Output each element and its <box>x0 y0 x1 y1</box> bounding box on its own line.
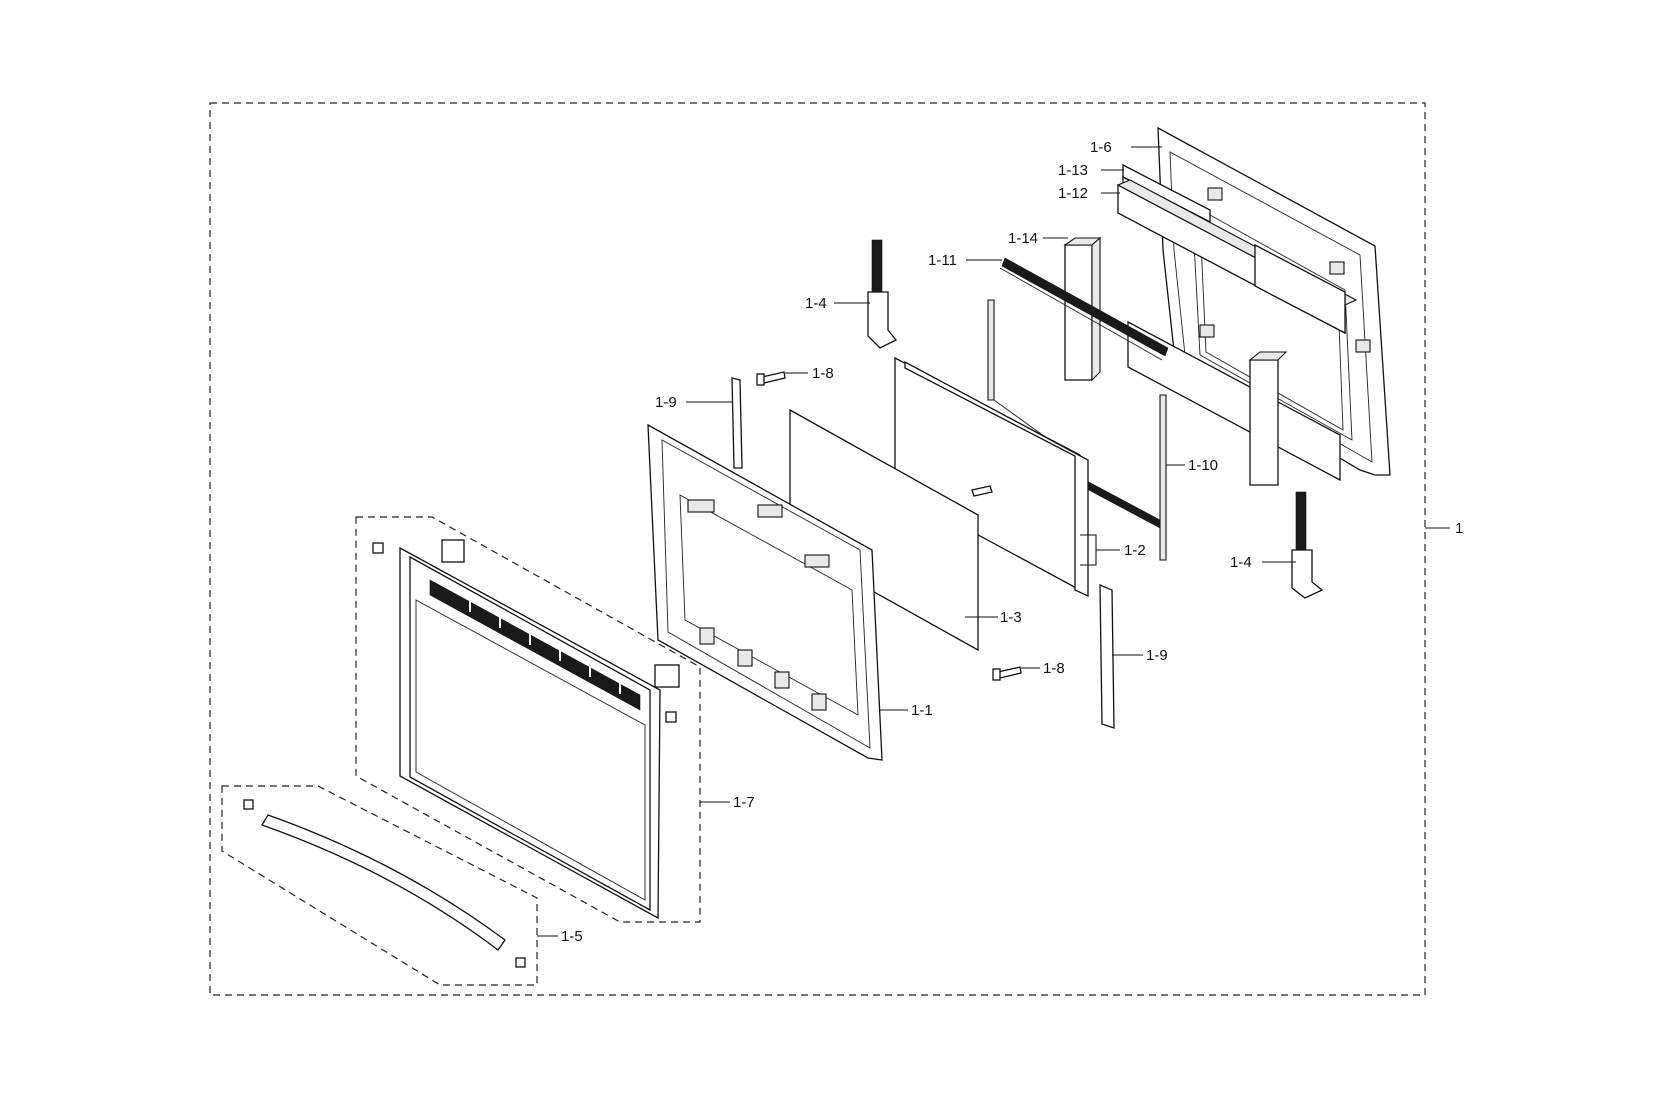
callout-1-12: 1-12 <box>1058 185 1088 202</box>
assembly-boundary <box>209 102 1426 996</box>
part-1-11-gasket <box>999 257 1169 361</box>
callout-1-13: 1-13 <box>1058 162 1088 179</box>
part-1-8-screw-bottom <box>992 666 1022 681</box>
callout-1-10: 1-10 <box>1188 457 1218 474</box>
part-1-4-hinge-top <box>867 239 898 349</box>
part-1-7-outer-door <box>372 539 680 920</box>
callout-1-9-left: 1-9 <box>655 394 677 411</box>
callout-1-4-right: 1-4 <box>1230 554 1252 571</box>
part-1-12-insulation <box>1116 179 1358 335</box>
callout-1-4-top: 1-4 <box>805 295 827 312</box>
callout-1-3: 1-3 <box>1000 609 1022 626</box>
callout-1-8-bottom: 1-8 <box>1043 660 1065 677</box>
part-1-2-glass-panes <box>894 356 1089 598</box>
part-1-9-bracket-left <box>731 377 743 469</box>
callout-1-5: 1-5 <box>561 928 583 945</box>
callout-1-8-top: 1-8 <box>812 365 834 382</box>
part-1-4-hinge-right <box>1291 491 1324 599</box>
callout-1-1: 1-1 <box>911 702 933 719</box>
part-1-8-screw-top <box>756 371 786 386</box>
part-1-7-group-outline <box>355 516 701 923</box>
part-1-5-group-outline <box>221 785 538 986</box>
callout-1-6: 1-6 <box>1090 139 1112 156</box>
callout-1-9-right: 1-9 <box>1146 647 1168 664</box>
callout-1-2: 1-2 <box>1124 542 1146 559</box>
part-lower-insulation <box>1127 320 1341 486</box>
part-1-3-glass <box>789 408 979 652</box>
callout-1-7: 1-7 <box>733 794 755 811</box>
callout-1-11: 1-11 <box>928 252 957 269</box>
part-1-1-door-frame <box>647 423 883 761</box>
part-1-5-handle <box>243 799 526 968</box>
leader-lines <box>537 146 1450 937</box>
part-1-9-bracket-right <box>1099 584 1115 729</box>
callout-1-14: 1-14 <box>1008 230 1038 247</box>
callout-assembly-1: 1 <box>1455 520 1463 537</box>
part-1-10-glass-bracket <box>987 299 1167 561</box>
